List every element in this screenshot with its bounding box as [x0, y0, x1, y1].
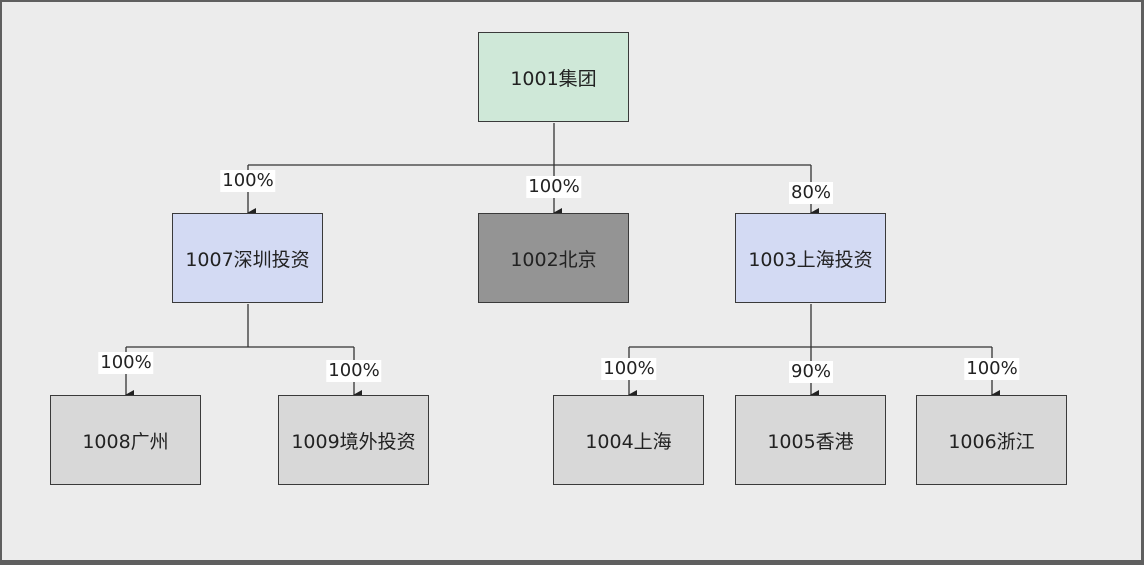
node-1007-shenzhen-investment[interactable]: 1007深圳投资	[172, 213, 323, 303]
edge-label-1003-1005: 90%	[788, 361, 834, 383]
edge-label-1007-1008: 100%	[98, 352, 154, 374]
edge-label-1001-1007: 100%	[220, 170, 276, 192]
edge-label-1007-1009: 100%	[326, 360, 382, 382]
node-1006-label: 1006浙江	[948, 430, 1035, 453]
node-1009-overseas-investment[interactable]: 1009境外投资	[278, 395, 429, 485]
node-1004-shanghai[interactable]: 1004上海	[553, 395, 704, 485]
node-1006-zhejiang[interactable]: 1006浙江	[916, 395, 1067, 485]
edge-label-1003-1006: 100%	[964, 358, 1020, 380]
node-1008-guangzhou[interactable]: 1008广州	[50, 395, 201, 485]
node-1004-label: 1004上海	[585, 430, 672, 453]
node-1003-label: 1003上海投资	[748, 248, 873, 271]
edge-label-1003-1004: 100%	[601, 358, 657, 380]
node-1002-label: 1002北京	[510, 248, 597, 271]
node-1005-label: 1005香港	[767, 430, 854, 453]
node-1001-label: 1001集团	[510, 67, 597, 90]
node-1005-hongkong[interactable]: 1005香港	[735, 395, 886, 485]
edge-label-1001-1002: 100%	[526, 176, 582, 198]
node-1001-group[interactable]: 1001集团	[478, 32, 629, 122]
node-1002-beijing[interactable]: 1002北京	[478, 213, 629, 303]
node-1003-shanghai-investment[interactable]: 1003上海投资	[735, 213, 886, 303]
node-1007-label: 1007深圳投资	[185, 248, 310, 271]
edge-label-1001-1003: 80%	[788, 182, 834, 204]
node-1008-label: 1008广州	[82, 430, 169, 453]
node-1009-label: 1009境外投资	[291, 430, 416, 453]
